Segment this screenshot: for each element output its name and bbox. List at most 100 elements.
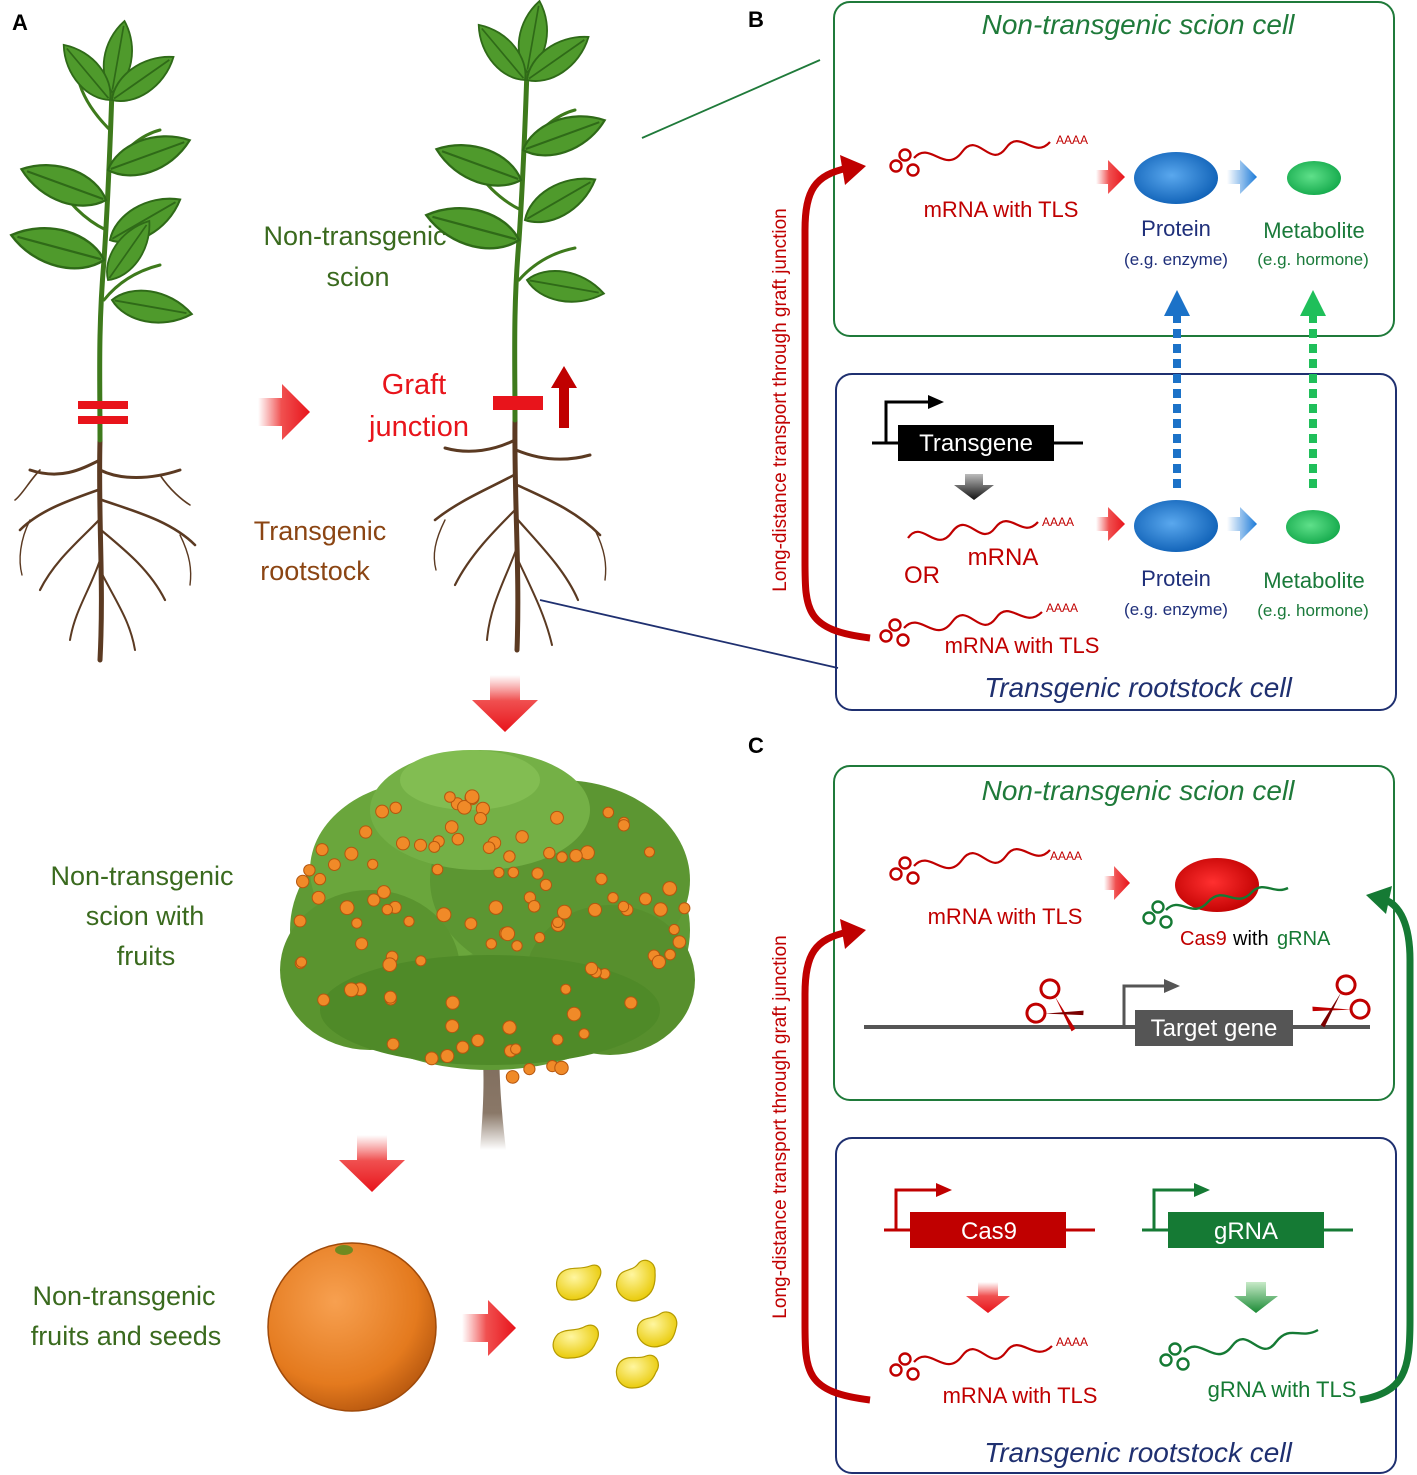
rootstock-label-line1: Transgenic <box>254 516 387 546</box>
panel-c-rootstock-cell <box>835 1137 1397 1474</box>
orange-fruit-dot <box>678 902 691 915</box>
orange-fruit-dot <box>440 1049 455 1063</box>
orange-fruit-dot <box>414 838 427 852</box>
panel-b-rootstock-metabolite-label: Metabolite <box>1263 568 1365 593</box>
graft-up-arrow <box>551 366 577 428</box>
orange-fruit-dot <box>315 843 329 857</box>
orange-fruit-dot <box>595 872 608 886</box>
orange-fruit-dot <box>580 845 595 861</box>
panel-c-rootstock-mrna-label: mRNA with TLS <box>943 1383 1098 1408</box>
scissors-right-icon <box>1312 974 1371 1028</box>
graft-junction-mark <box>493 396 543 410</box>
panel-b-rootstock-metabolite <box>1286 510 1340 544</box>
panel-b-rootstock-polya-top: AAAA <box>1042 515 1074 529</box>
orange-fruit-dot <box>624 996 638 1010</box>
orange-fruit-dot <box>415 955 427 967</box>
panel-a-letter: A <box>12 10 28 35</box>
orange-fruit-dot <box>445 995 460 1010</box>
panel-b-scion-protein <box>1134 152 1218 204</box>
plant-grafted-illustration <box>420 0 612 653</box>
panel-c-cas9-construct <box>884 1183 1095 1248</box>
panel-c-cas9-transcribe-arrow <box>966 1282 1010 1313</box>
orange-fruit-dot <box>428 840 441 853</box>
orange-fruit-dot <box>578 1028 590 1040</box>
panel-c-scion-mrna-label: mRNA with TLS <box>928 904 1083 929</box>
orange-fruit-dot <box>662 881 678 896</box>
orange-fruit-dot <box>396 836 410 851</box>
orange-fruit-dot <box>493 866 505 879</box>
panel-c-grna-transport-arrowhead <box>1366 886 1392 914</box>
plant-left-illustration <box>5 17 197 663</box>
panel-b-scion-polya: AAAA <box>1056 133 1088 147</box>
panel-c-grna-label: gRNA <box>1277 928 1331 950</box>
panel-b-transcribe-arrow <box>954 474 994 500</box>
orange-fruit-dot <box>381 903 393 916</box>
orange-fruit-dot <box>339 900 355 916</box>
panel-b-rootstock-catalyze-arrow <box>1227 507 1257 541</box>
plant-grafted-roots <box>433 417 607 653</box>
orange-fruit-dot <box>424 1051 439 1066</box>
panel-c-mrna-transport-arrowhead <box>840 919 866 949</box>
orange-fruit-dot <box>355 937 369 951</box>
orange-fruit-dot <box>383 990 397 1004</box>
orange-fruit-dot <box>313 872 327 886</box>
orange-fruit-dot <box>386 1037 400 1051</box>
panel-c-with-label: with <box>1232 928 1269 950</box>
orange-fruit-dot <box>556 851 568 863</box>
panel-b-rootstock-mrna-tls <box>879 610 1043 647</box>
orange-fruit-dot <box>534 931 546 944</box>
graft-label-line1: Graft <box>382 369 446 401</box>
panel-c-scion-translate-arrow <box>1104 866 1130 900</box>
orange-fruit-dot <box>502 1020 517 1035</box>
orange-fruit-dot <box>293 914 307 928</box>
panel-b-transgene-construct <box>872 395 1083 461</box>
orange-fruit-dot <box>471 1033 485 1048</box>
panel-c-cas9-label: Cas9 <box>1180 928 1227 950</box>
panel-c-letter: C <box>748 733 764 758</box>
orange-fruit-dot <box>560 983 572 995</box>
orange-fruit-dot <box>607 892 619 904</box>
panel-b-transgene-label: Transgene <box>919 430 1033 457</box>
fruit-tree-illustration <box>280 750 695 1150</box>
panel-c-target-gene-box <box>1135 1010 1293 1046</box>
fruit-label-line1: Non-transgenic <box>32 1281 215 1311</box>
seeds-illustration <box>552 1259 678 1389</box>
panel-b-scion-metabolite <box>1287 161 1341 195</box>
orange-fruit-dot <box>351 917 363 929</box>
panel-c-target-gene-label: Target gene <box>1151 1015 1278 1042</box>
orange-fruit-dot <box>444 791 456 803</box>
orange-fruit-dot <box>451 832 465 846</box>
panel-c-target-promoter-head <box>1164 979 1180 993</box>
panel-c-rootstock-grna-tls <box>1159 1328 1319 1371</box>
scissors-left-icon <box>1025 978 1084 1032</box>
panel-b-rootstock-translate-arrow <box>1096 507 1125 541</box>
orange-fruit-dot <box>550 810 564 825</box>
panel-c-target-promoter <box>1122 984 1166 1027</box>
panel-b-scion-translate-arrow <box>1096 160 1125 194</box>
panel-b-scion-metabolite-eg: (e.g. hormone) <box>1257 250 1369 269</box>
orange-fruit-dot <box>668 923 680 936</box>
orange-fruit-dot <box>503 850 516 863</box>
panel-c-grna-transcribe-arrow <box>1234 1282 1278 1313</box>
orange-fruit-dot <box>457 800 472 815</box>
orange-fruit-dot <box>523 1063 536 1076</box>
orange-fruit-dot <box>672 935 687 949</box>
orange-fruit-dot <box>566 1006 582 1022</box>
panel-b-rootstock-title: Transgenic rootstock cell <box>984 672 1292 703</box>
arrow-to-tree <box>472 675 538 732</box>
plant-left-roots <box>14 437 197 663</box>
panel-b-side-label: Long-distance transport through graft ju… <box>770 208 791 591</box>
orange-fruit-dot <box>295 956 308 968</box>
orange-fruit-dot <box>543 846 556 860</box>
panel-c-scion-mrna-tls <box>889 848 1051 885</box>
panel-c-rootstock-polya: AAAA <box>1056 1335 1088 1349</box>
panel-c-cas9-gene-label: Cas9 <box>961 1218 1017 1245</box>
orange-fruit-dot <box>474 812 487 825</box>
orange-fruit-dot <box>511 940 523 952</box>
orange-fruit-dot <box>507 866 520 879</box>
orange-fruit-dot <box>539 878 553 892</box>
panel-b-protein-transport-head <box>1164 290 1190 316</box>
orange-fruit-dot <box>664 948 676 961</box>
graft-label-line2: junction <box>368 411 469 443</box>
orange-fruit-dot <box>303 864 316 877</box>
